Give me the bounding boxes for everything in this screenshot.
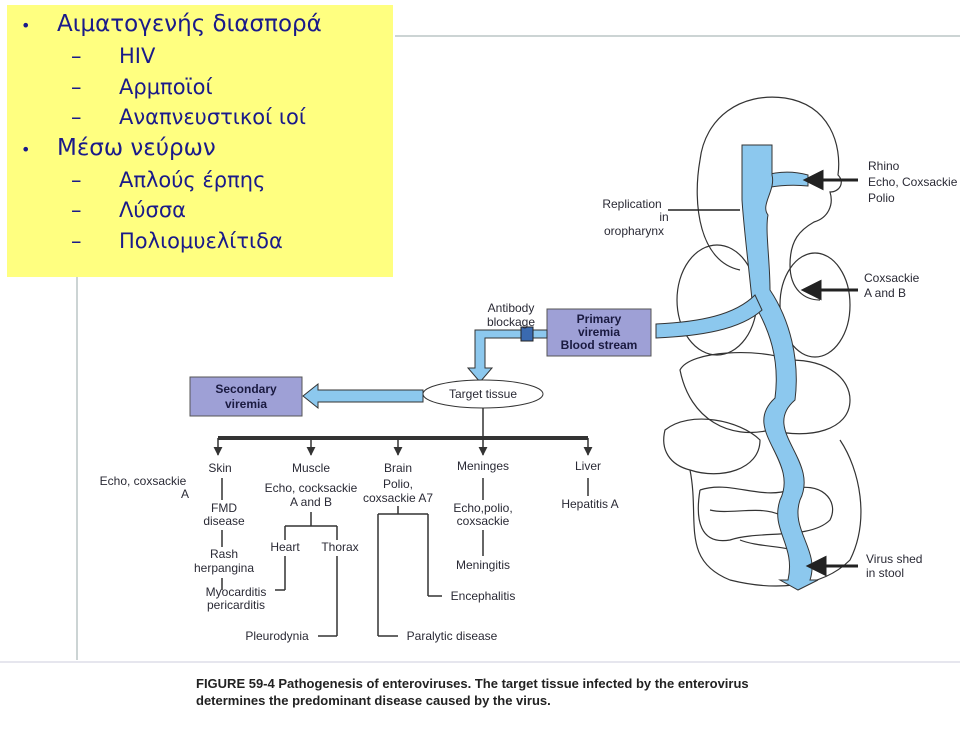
diagram-label: in: [659, 210, 668, 224]
diagram-label: oropharynx: [604, 224, 664, 238]
diagram-label: Echo,polio,: [453, 501, 512, 515]
figure-caption-line2: determines the predominant disease cause…: [196, 693, 551, 708]
diagram-label: in stool: [866, 566, 904, 580]
diagram-label: pericarditis: [207, 598, 265, 612]
diagram-label: Polio: [868, 191, 895, 205]
virus-flow-path: [655, 144, 819, 591]
diagram-label: Blood stream: [561, 338, 638, 352]
transmission-notes-box: • Αιματογενής διασπορά – HIV – Αρμποϊοί …: [7, 5, 393, 277]
diagram-label: viremia: [225, 397, 267, 411]
entry-arrows: [668, 169, 858, 577]
dash-icon: –: [71, 198, 82, 222]
secondary-viremia-arrow: [302, 382, 424, 410]
bullet-subitem: – Πολιομυελίτιδα: [21, 226, 393, 257]
diagram-label: Encephalitis: [451, 589, 516, 603]
diagram-label: Rash: [210, 547, 238, 561]
figure-caption-line1: FIGURE 59-4 Pathogenesis of enteroviruse…: [196, 676, 749, 691]
bullet-icon: •: [21, 16, 31, 35]
diagram-label: Coxsackie: [864, 271, 920, 285]
diagram-label: A and B: [864, 286, 906, 300]
tissue-meninges: Meninges: [457, 459, 509, 473]
dash-icon: –: [71, 44, 82, 68]
diagram-label: disease: [203, 514, 245, 528]
bullet-subitem: – Αναπνευστικοί ιοί: [21, 102, 393, 133]
diagram-label: Thorax: [321, 540, 358, 554]
tissue-tree: [213, 408, 593, 637]
diagram-label: Heart: [270, 540, 300, 554]
diagram-label: blockage: [487, 315, 535, 329]
viremia-flow-arrow: [466, 326, 548, 383]
bullet-subitem: – HIV: [21, 41, 393, 72]
tissue-muscle: Muscle: [292, 461, 330, 475]
bullet-heading: • Μέσω νεύρων: [21, 133, 393, 165]
diagram-label: A and B: [290, 495, 332, 509]
diagram-label: Meningitis: [456, 558, 510, 572]
diagram-label: Paralytic disease: [407, 629, 498, 643]
bullet-icon: •: [21, 139, 31, 159]
diagram-label: Echo, Coxsackie: [868, 175, 958, 189]
dash-icon: –: [71, 105, 82, 129]
diagram-label: FMD: [211, 501, 237, 515]
dash-icon: –: [71, 74, 82, 99]
diagram-label: Polio,: [383, 477, 413, 491]
diagram-label: Hepatitis A: [561, 497, 618, 511]
diagram-label: coxsackie: [457, 514, 510, 528]
diagram-label: Pleurodynia: [245, 629, 309, 643]
diagram-label: Myocarditis: [206, 585, 267, 599]
antibody-block-icon: [520, 326, 534, 342]
primary-viremia-box: [546, 308, 652, 357]
diagram-label: herpangina: [194, 561, 254, 575]
tissue-liver: Liver: [575, 459, 601, 473]
secondary-viremia-box: [189, 376, 303, 417]
diagram-label: Primary: [577, 312, 622, 326]
bullet-heading: • Αιματογενής διασπορά: [21, 9, 393, 41]
diagram-label: viremia: [578, 325, 620, 339]
bullet-subitem: – Απλούς έρπης: [21, 165, 393, 196]
diagram-label: Echo, coxsackie: [100, 474, 187, 488]
diagram-label: Rhino: [868, 159, 900, 173]
diagram-label: Secondary: [215, 382, 277, 396]
bullet-subitem: – Λύσσα: [21, 195, 393, 226]
tissue-skin: Skin: [208, 461, 231, 475]
diagram-label: Echo, cocksackie: [265, 481, 358, 495]
dash-icon: –: [71, 228, 82, 253]
diagram-label: Target tissue: [449, 387, 517, 401]
diagram-label: Antibody: [488, 301, 535, 315]
diagram-label: coxsackie A7: [363, 491, 433, 505]
diagram-label: Replication: [602, 197, 661, 211]
bullet-subitem: – Αρμποϊοί: [21, 72, 393, 103]
diagram-label: Virus shed: [866, 552, 922, 566]
diagram-label: A: [181, 487, 189, 501]
tissue-brain: Brain: [384, 461, 412, 475]
dash-icon: –: [71, 167, 82, 192]
